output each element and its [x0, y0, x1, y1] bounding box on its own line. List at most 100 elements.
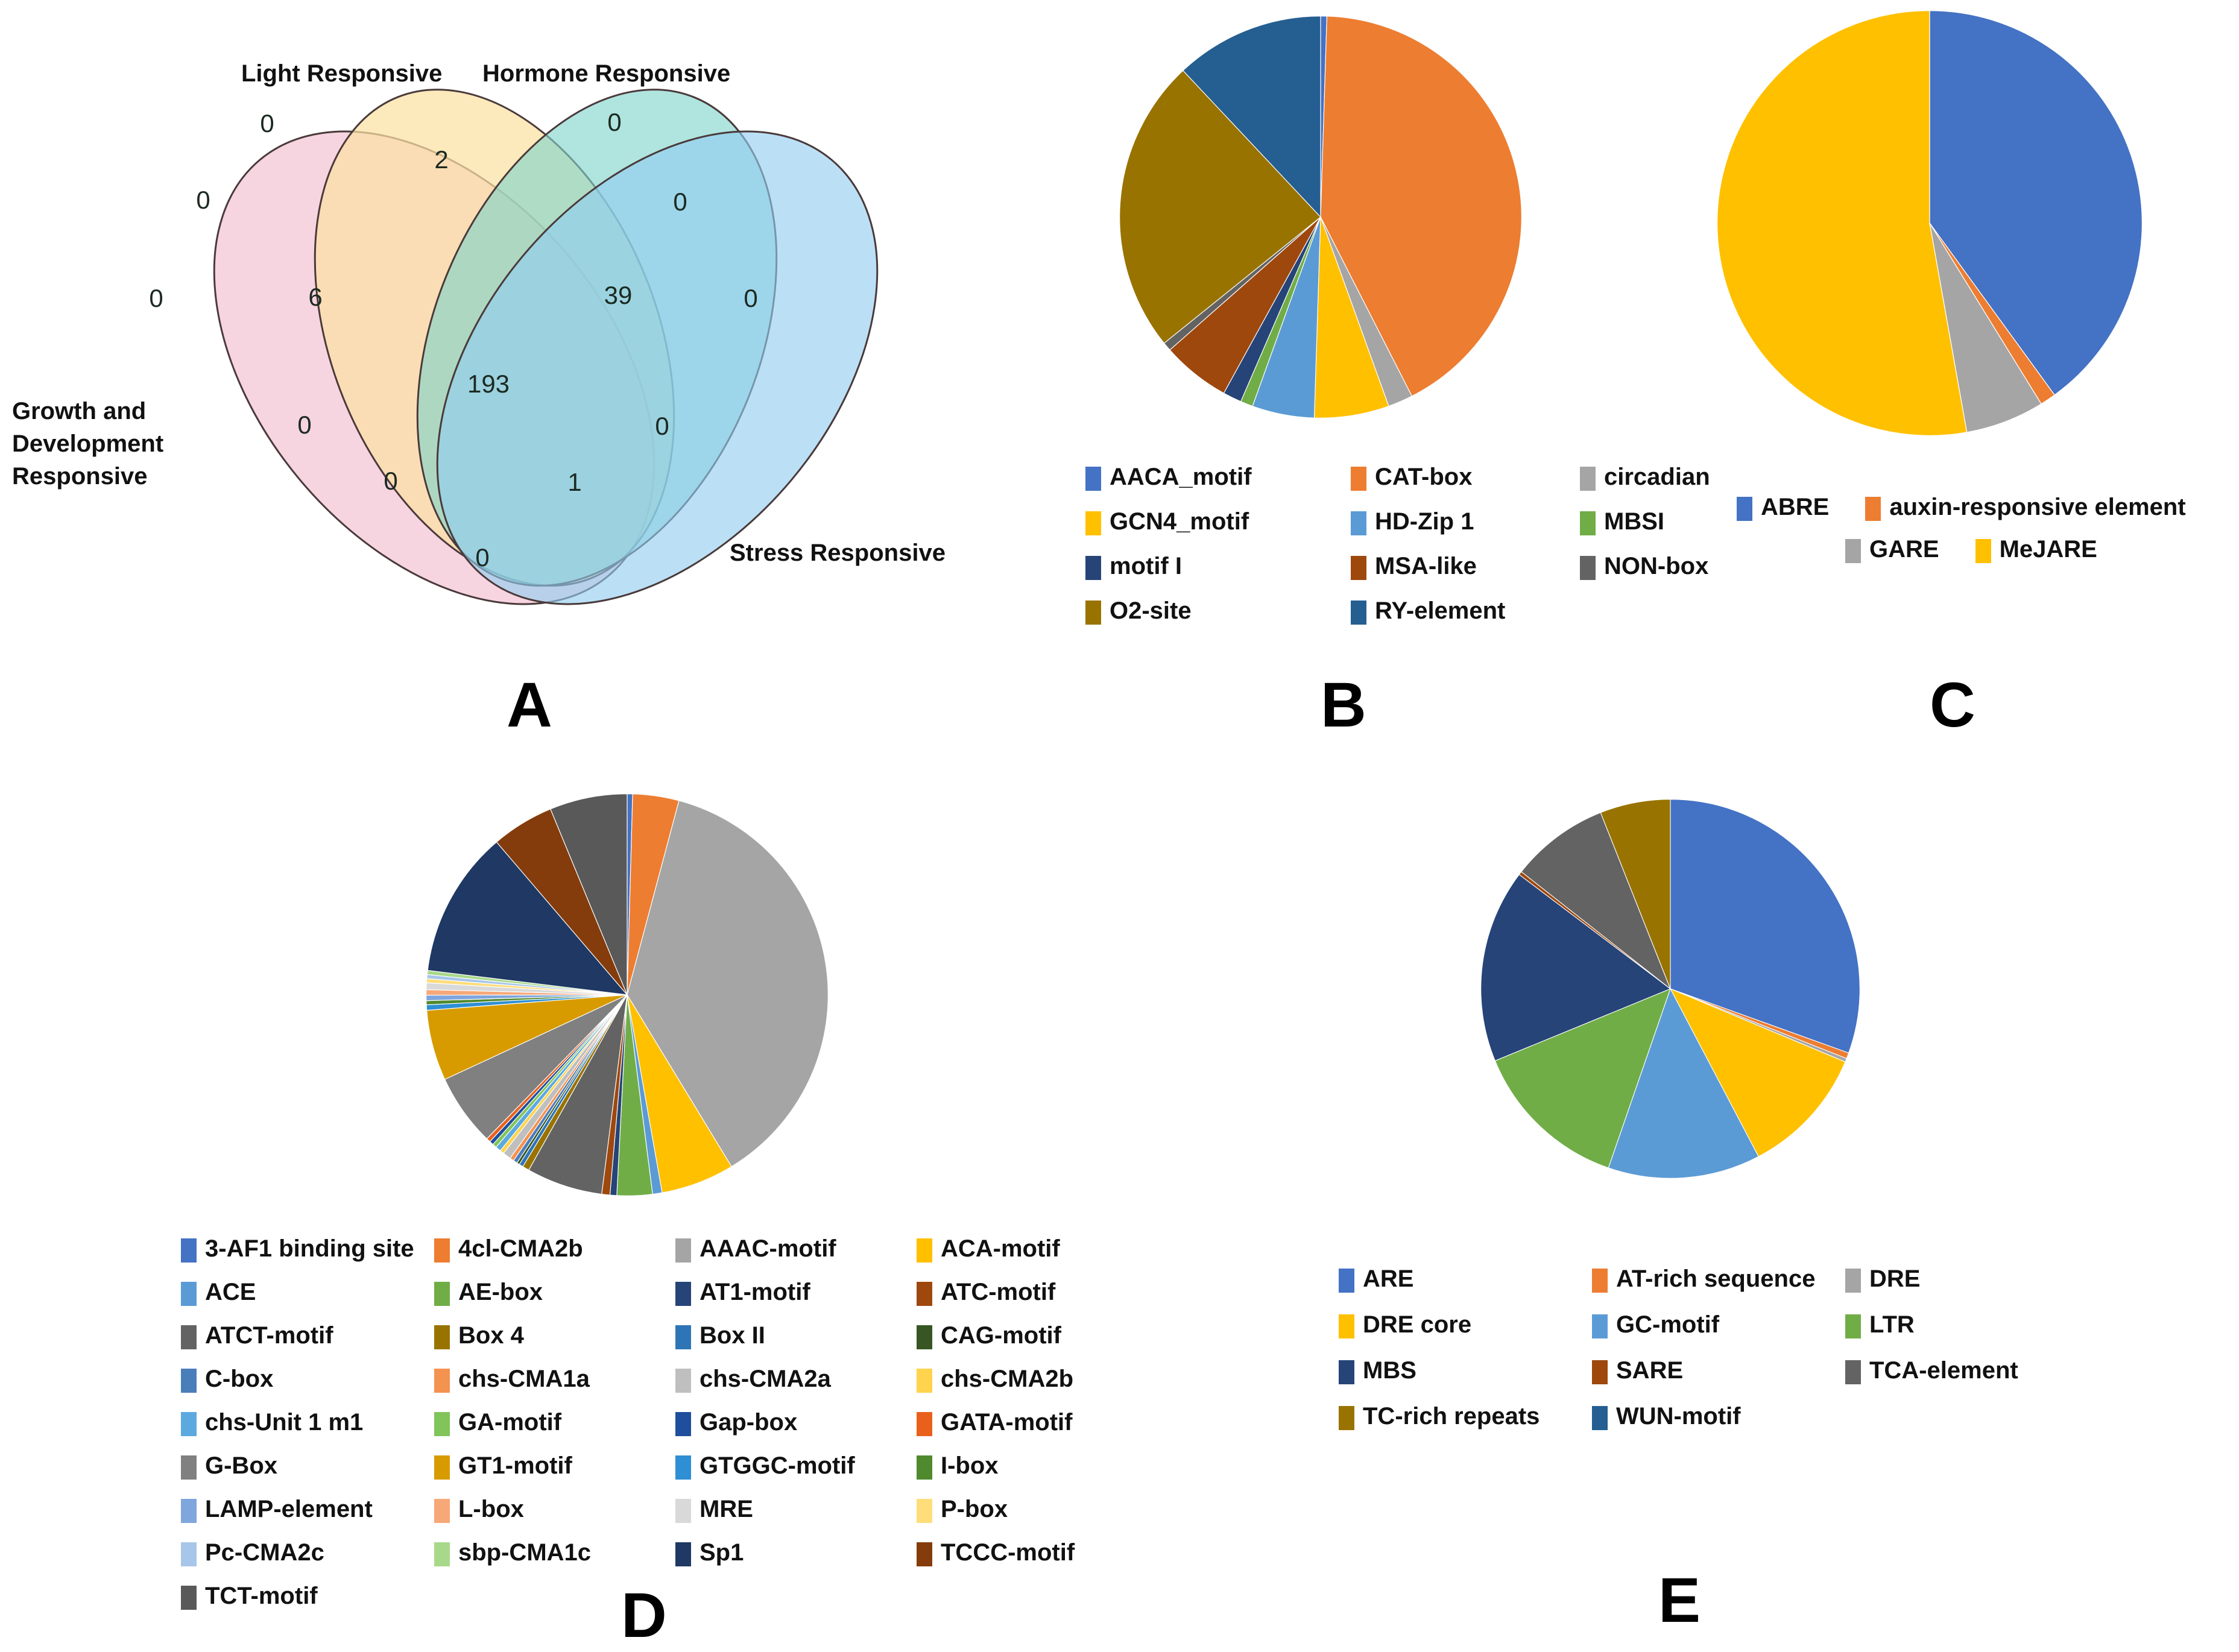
- legend-item[interactable]: O2-site: [1085, 598, 1351, 625]
- legend-item[interactable]: Box II: [675, 1323, 917, 1349]
- legend-item[interactable]: L-box: [434, 1496, 675, 1523]
- venn-diagram: [213, 89, 879, 605]
- legend-item[interactable]: P-box: [917, 1496, 1158, 1523]
- legend-swatch-icon: [434, 1455, 450, 1480]
- legend-swatch-icon: [917, 1369, 932, 1393]
- legend-item[interactable]: MBSI: [1580, 509, 1797, 535]
- legend-item[interactable]: ACA-motif: [917, 1236, 1158, 1263]
- legend-swatch-icon: [1737, 497, 1752, 521]
- legend-item[interactable]: chs-Unit 1 m1: [181, 1410, 434, 1436]
- legend-item[interactable]: NON-box: [1580, 553, 1797, 580]
- legend-item[interactable]: DRE: [1845, 1266, 2086, 1293]
- legend-label: 4cl-CMA2b: [458, 1235, 583, 1262]
- legend-item[interactable]: LTR: [1845, 1312, 2086, 1338]
- legend-item[interactable]: AE-box: [434, 1279, 675, 1306]
- legend-swatch-icon: [1339, 1360, 1354, 1384]
- legend-item[interactable]: G-Box: [181, 1453, 434, 1480]
- legend-item[interactable]: chs-CMA2a: [675, 1366, 917, 1393]
- legend-label: TCT-motif: [205, 1583, 318, 1609]
- legend-swatch-icon: [181, 1325, 197, 1349]
- legend-item[interactable]: AT-rich sequence: [1592, 1266, 1845, 1293]
- pie-slice: [1313, 216, 1389, 418]
- legend-item[interactable]: 3-AF1 binding site: [181, 1236, 434, 1263]
- legend-item[interactable]: TC-rich repeats: [1339, 1404, 1592, 1430]
- legend-item[interactable]: circadian: [1580, 464, 1797, 491]
- legend-item[interactable]: sbp-CMA1c: [434, 1540, 675, 1566]
- legend-item[interactable]: C-box: [181, 1366, 434, 1393]
- legend-label: ABRE: [1761, 494, 1830, 520]
- pie-slice: [1480, 874, 1672, 1062]
- legend-swatch-icon: [675, 1542, 691, 1566]
- legend-swatch-icon: [675, 1238, 691, 1263]
- legend-item[interactable]: MeJARE: [1975, 537, 2097, 563]
- legend-item[interactable]: AACA_motif: [1085, 464, 1351, 491]
- legend-item[interactable]: Box 4: [434, 1323, 675, 1349]
- legend-item[interactable]: motif I: [1085, 553, 1351, 580]
- legend-item[interactable]: DRE core: [1339, 1312, 1592, 1338]
- legend-item[interactable]: GA-motif: [434, 1410, 675, 1436]
- legend-item[interactable]: I-box: [917, 1453, 1158, 1480]
- legend-item[interactable]: auxin-responsive element: [1865, 494, 2186, 521]
- legend-item[interactable]: ARE: [1339, 1266, 1592, 1293]
- legend-label: GTGGC-motif: [699, 1452, 855, 1479]
- legend-swatch-icon: [1085, 556, 1101, 580]
- legend-item[interactable]: MSA-like: [1351, 553, 1580, 580]
- legend-item[interactable]: GARE: [1845, 537, 1939, 563]
- legend-item[interactable]: chs-CMA2b: [917, 1366, 1158, 1393]
- venn-count-center: 193: [467, 370, 510, 398]
- legend-item[interactable]: CAT-box: [1351, 464, 1580, 491]
- legend-item[interactable]: GCN4_motif: [1085, 509, 1351, 535]
- legend-item[interactable]: ABRE: [1737, 494, 1829, 521]
- legend-swatch-icon: [675, 1499, 691, 1523]
- legend-item[interactable]: MBS: [1339, 1358, 1592, 1384]
- legend-item[interactable]: 4cl-CMA2b: [434, 1236, 675, 1263]
- legend-label: motif I: [1110, 553, 1182, 579]
- panel-letter-b: B: [1321, 670, 1366, 740]
- legend-item[interactable]: AT1-motif: [675, 1279, 917, 1306]
- legend-item[interactable]: GC-motif: [1592, 1312, 1845, 1338]
- legend-swatch-icon: [181, 1586, 197, 1610]
- legend-item[interactable]: GTGGC-motif: [675, 1453, 917, 1480]
- legend-item[interactable]: Pc-CMA2c: [181, 1540, 434, 1566]
- pie-chart-e: [1480, 799, 1860, 1179]
- venn-count-light-stress: 0: [655, 412, 669, 440]
- legend-item[interactable]: ATC-motif: [917, 1279, 1158, 1306]
- pie-slice: [1182, 16, 1321, 218]
- legend-label: AT-rich sequence: [1616, 1266, 1816, 1292]
- legend-item[interactable]: chs-CMA1a: [434, 1366, 675, 1393]
- legend-c-row-1: ABRE auxin-responsive element: [1737, 494, 2186, 521]
- legend-item[interactable]: MRE: [675, 1496, 917, 1523]
- legend-swatch-icon: [1592, 1314, 1608, 1338]
- panel-letter-c: C: [1930, 670, 1975, 740]
- legend-swatch-icon: [675, 1369, 691, 1393]
- legend-label: TCA-element: [1869, 1357, 2018, 1384]
- legend-swatch-icon: [1339, 1314, 1354, 1338]
- venn-count-light-hormone: 2: [434, 145, 449, 174]
- legend-item[interactable]: GATA-motif: [917, 1410, 1158, 1436]
- legend-item[interactable]: ATCT-motif: [181, 1323, 434, 1349]
- legend-label: MeJARE: [1999, 536, 2097, 563]
- legend-item[interactable]: RY-element: [1351, 598, 1580, 625]
- legend-item[interactable]: HD-Zip 1: [1351, 509, 1580, 535]
- legend-item[interactable]: Sp1: [675, 1540, 917, 1566]
- legend-item[interactable]: TCA-element: [1845, 1358, 2086, 1384]
- legend-item[interactable]: CAG-motif: [917, 1323, 1158, 1349]
- legend-item[interactable]: GT1-motif: [434, 1453, 675, 1480]
- legend-item[interactable]: ACE: [181, 1279, 434, 1306]
- legend-label: NON-box: [1604, 553, 1709, 579]
- pie-slice: [1119, 70, 1321, 344]
- legend-swatch-icon: [1865, 497, 1881, 521]
- legend-item[interactable]: WUN-motif: [1592, 1404, 1845, 1430]
- legend-item[interactable]: SARE: [1592, 1358, 1845, 1384]
- legend-label: MBS: [1363, 1357, 1416, 1384]
- legend-label: O2-site: [1110, 597, 1192, 624]
- legend-label: ATCT-motif: [205, 1322, 333, 1349]
- legend-item[interactable]: TCT-motif: [181, 1583, 434, 1610]
- legend-item[interactable]: LAMP-element: [181, 1496, 434, 1523]
- legend-item[interactable]: AAAC-motif: [675, 1236, 917, 1263]
- legend-item[interactable]: Gap-box: [675, 1410, 917, 1436]
- venn-count-growth-only: 0: [149, 284, 163, 312]
- legend-item[interactable]: TCCC-motif: [917, 1540, 1158, 1566]
- legend-swatch-icon: [1339, 1269, 1354, 1293]
